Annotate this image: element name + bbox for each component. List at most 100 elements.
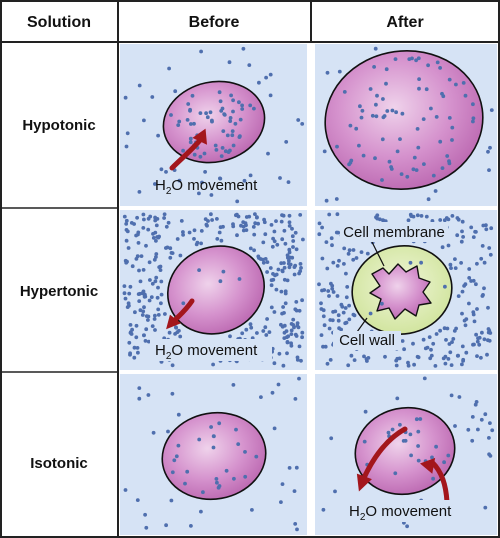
solute-particle: [384, 67, 389, 72]
solute-particle: [231, 143, 236, 148]
solute-particle: [228, 148, 232, 153]
solute-particle: [172, 458, 177, 463]
solute-particle: [235, 233, 239, 238]
solute-particle: [274, 272, 279, 277]
solute-particle: [123, 95, 128, 100]
solute-particle: [217, 421, 222, 426]
solute-particle: [158, 268, 163, 272]
solute-particle: [294, 465, 299, 470]
solute-particle: [343, 306, 348, 310]
solute-particle: [463, 323, 468, 328]
solute-particle: [476, 427, 480, 432]
solute-particle: [484, 223, 488, 228]
solute-particle: [462, 284, 466, 288]
solute-particle: [189, 524, 193, 528]
solute-particle: [244, 327, 249, 332]
solute-particle: [323, 344, 328, 349]
solute-particle: [434, 115, 439, 119]
solute-particle: [175, 330, 180, 335]
solute-particle: [124, 238, 129, 243]
solute-particle: [331, 290, 336, 294]
solute-particle: [217, 230, 222, 235]
solute-particle: [200, 180, 204, 185]
solute-particle: [282, 261, 286, 265]
solute-particle: [156, 133, 161, 138]
solute-particle: [336, 313, 341, 318]
solute-particle: [434, 444, 438, 449]
solute-particle: [335, 144, 339, 149]
solute-particle: [344, 320, 349, 325]
solute-particle: [253, 221, 258, 226]
solute-particle: [319, 301, 323, 306]
solute-particle: [218, 279, 223, 284]
h2o-movement-label-hypertonic: H2O movement: [155, 342, 258, 362]
solute-particle: [278, 176, 282, 180]
solute-particle: [375, 216, 380, 221]
solute-particle: [197, 437, 202, 442]
solute-particle: [134, 323, 139, 328]
solute-particle: [395, 396, 400, 401]
solute-particle: [132, 355, 137, 360]
solute-particle: [211, 445, 216, 450]
solute-particle: [234, 427, 238, 432]
solute-particle: [156, 313, 161, 317]
solute-particle: [320, 288, 324, 293]
solute-particle: [137, 299, 142, 303]
solute-particle: [366, 356, 371, 360]
solute-particle: [224, 468, 229, 473]
solute-particle: [339, 302, 344, 307]
solute-particle: [451, 337, 456, 341]
solute-particle: [430, 455, 434, 460]
solute-particle: [327, 326, 332, 331]
solute-particle: [130, 327, 135, 332]
solute-particle: [321, 507, 326, 512]
solute-particle: [210, 218, 215, 222]
solute-particle: [202, 151, 207, 156]
solute-particle: [217, 90, 222, 95]
solute-particle: [469, 225, 474, 230]
solute-particle: [271, 236, 275, 241]
solute-particle: [331, 260, 336, 265]
solute-particle: [125, 259, 129, 264]
solute-particle: [438, 139, 443, 144]
solute-particle: [197, 191, 201, 196]
arrowhead-hypertonic: [166, 314, 181, 330]
solute-particle: [192, 121, 196, 126]
solute-particle: [293, 230, 298, 235]
solute-particle: [370, 113, 375, 118]
solute-particle: [445, 326, 450, 331]
solute-particle: [170, 391, 175, 396]
solute-particle: [344, 295, 349, 300]
solute-particle: [360, 108, 365, 113]
label-bg-cell-wall: [333, 331, 401, 350]
solute-particle: [429, 347, 433, 352]
solute-particle: [421, 117, 426, 121]
solute-particle: [460, 311, 464, 316]
solute-particle: [144, 327, 149, 332]
solute-particle: [247, 214, 252, 219]
solute-particle: [297, 308, 302, 313]
solute-particle: [268, 266, 273, 270]
solute-particle: [192, 152, 197, 157]
label-bg-h2o-isotonic: [345, 500, 469, 522]
solute-particle: [290, 234, 295, 239]
solute-particle: [272, 310, 277, 314]
solute-particle: [137, 190, 142, 194]
row-label-hypertonic: Hypertonic: [20, 283, 98, 300]
solute-particle: [199, 241, 204, 246]
solute-particle: [361, 153, 366, 158]
solute-particle: [434, 332, 439, 336]
label-bg-cell-membrane: [340, 222, 448, 242]
solute-particle: [177, 119, 182, 124]
solute-particle: [154, 255, 158, 259]
solute-particle: [414, 168, 419, 173]
solute-particle: [151, 430, 156, 435]
solute-particle: [406, 218, 411, 223]
solute-particle: [398, 422, 402, 427]
solute-particle: [471, 235, 476, 240]
solute-particle: [322, 149, 327, 154]
solute-particle: [277, 351, 282, 356]
water-inflow-arrow-hypotonic: [169, 136, 204, 171]
solute-particle: [390, 427, 395, 432]
